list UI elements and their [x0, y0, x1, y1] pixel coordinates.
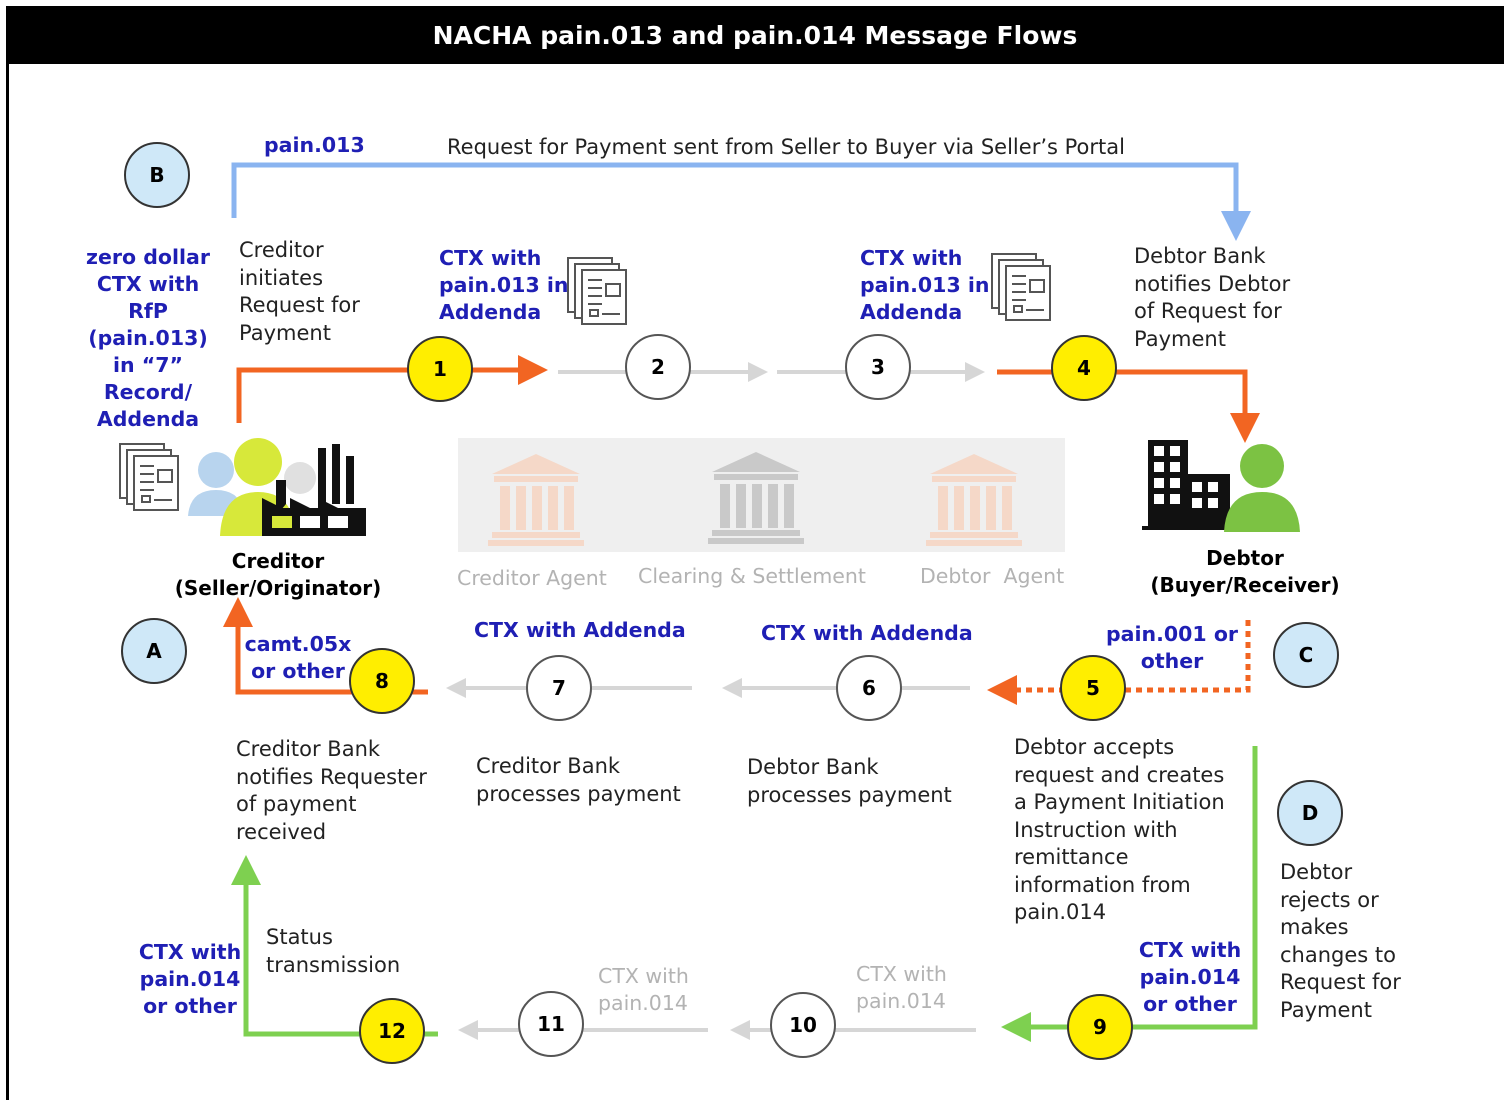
svg-text:12: 12	[378, 1019, 406, 1043]
step-11: 11	[518, 991, 584, 1057]
step-9: 9	[1067, 994, 1133, 1060]
ctx-pain014-label-12: CTX with pain.014 or other	[138, 940, 242, 1018]
ctx-addenda-label-6: CTX with Addenda	[761, 621, 973, 645]
step-4: 4	[1051, 335, 1117, 401]
step-10: 10	[770, 992, 836, 1058]
document-stack-icon	[119, 443, 179, 511]
pain001-label: pain.001 or other	[1105, 622, 1239, 673]
ctx-addenda-label-7: CTX with Addenda	[474, 618, 686, 642]
svg-text:A: A	[146, 639, 162, 663]
svg-text:C: C	[1299, 643, 1314, 667]
step-2: 2	[625, 334, 691, 400]
svg-text:D: D	[1302, 801, 1319, 825]
creditor-agent-label: Creditor Agent	[457, 566, 607, 590]
clearing-settlement-label: Clearing & Settlement	[638, 564, 866, 588]
creditor-initiates-text: Creditor initiates Request for Payment	[239, 238, 360, 345]
debtor-building-person-icon	[1142, 440, 1300, 532]
svg-text:8: 8	[375, 669, 389, 693]
debtor-name: Debtor (Buyer/Receiver)	[1150, 546, 1340, 597]
step-1: 1	[407, 336, 473, 402]
creditor-people-factory-icon	[188, 438, 366, 536]
ctx-pain013-label-2: CTX with pain.013 in Addenda	[439, 246, 569, 324]
ctx-pain013-label-3: CTX with pain.013 in Addenda	[860, 246, 990, 324]
camt-label: camt.05x or other	[244, 632, 352, 683]
svg-text:6: 6	[862, 676, 876, 700]
svg-text:4: 4	[1077, 356, 1091, 380]
svg-text:10: 10	[789, 1013, 817, 1037]
svg-text:B: B	[149, 163, 164, 187]
arrow-creditor-to-2	[236, 355, 548, 423]
ctx-pain014-label-10: CTX with pain.014	[856, 962, 947, 1013]
step-7: 7	[526, 655, 592, 721]
diagram-title: NACHA pain.013 and pain.014 Message Flow…	[6, 6, 1504, 64]
ctx-pain014-label-9: CTX with pain.014 or other	[1138, 938, 1242, 1016]
svg-text:5: 5	[1086, 676, 1100, 700]
creditor-name: Creditor (Seller/Originator)	[174, 549, 382, 600]
zero-dollar-ctx-label: zero dollar CTX with RfP (pain.013) in “…	[86, 245, 210, 431]
svg-text:7: 7	[552, 676, 566, 700]
pain013-top-arrow	[231, 162, 1251, 241]
pain013-description: Request for Payment sent from Seller to …	[447, 135, 1125, 159]
circle-b: B	[124, 142, 190, 208]
document-stack-icon	[991, 253, 1051, 321]
arrow-4-to-debtor	[997, 369, 1260, 443]
step-3: 3	[845, 334, 911, 400]
step-5: 5	[1060, 655, 1126, 721]
debtor-agent-label: Debtor Agent	[920, 564, 1065, 588]
step-6: 6	[836, 655, 902, 721]
debtor-bank-notifies-text: Debtor Bank notifies Debtor of Request f…	[1134, 244, 1291, 351]
step-8: 8	[349, 648, 415, 714]
status-transmission-text: Status transmission	[266, 925, 401, 977]
debtor-accepts-text: Debtor accepts request and creates a Pay…	[1014, 735, 1225, 924]
circle-d: D	[1277, 780, 1343, 846]
svg-text:1: 1	[433, 357, 447, 381]
svg-text:11: 11	[537, 1012, 565, 1036]
circle-a: A	[121, 618, 187, 684]
svg-text:9: 9	[1093, 1015, 1107, 1039]
pain013-label: pain.013	[264, 133, 365, 157]
diagram-frame	[6, 6, 1504, 1100]
svg-text:2: 2	[651, 355, 665, 379]
debtor-rejects-text: Debtor rejects or makes changes to Reque…	[1280, 860, 1401, 1022]
ctx-pain014-label-11: CTX with pain.014	[598, 964, 689, 1015]
circle-c: C	[1273, 622, 1339, 688]
document-stack-icon	[567, 257, 627, 325]
debtor-bank-processes-text: Debtor Bank processes payment	[747, 755, 952, 807]
step-12: 12	[359, 998, 425, 1064]
creditor-bank-notifies-text: Creditor Bank notifies Requester of paym…	[236, 737, 427, 844]
svg-text:3: 3	[871, 355, 885, 379]
creditor-bank-processes-text: Creditor Bank processes payment	[476, 754, 681, 806]
